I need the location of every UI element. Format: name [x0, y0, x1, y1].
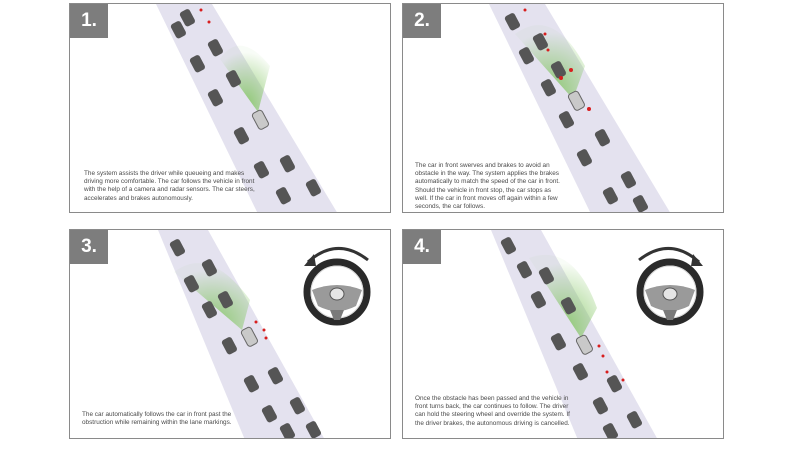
- step-panel-3: 3.: [69, 229, 391, 439]
- step-panel-1: 1. The system assists the driver while: [69, 3, 391, 213]
- step-panel-2: 2.: [402, 3, 724, 213]
- brake-lights: [597, 344, 625, 382]
- step-number-badge: 1.: [70, 4, 108, 38]
- traffic-cars: [504, 13, 648, 212]
- step-caption: Once the obstacle has been passed and th…: [415, 395, 570, 427]
- brake-lights: [254, 320, 268, 340]
- own-car: [251, 109, 269, 130]
- step-panel-4: 4.: [402, 229, 724, 439]
- own-car: [567, 90, 585, 111]
- traffic-cars: [170, 9, 321, 205]
- step-caption: The car in front swerves and brakes to a…: [415, 162, 560, 211]
- traffic-cars: [169, 239, 321, 438]
- steering-wheel-turn-left-icon: [303, 247, 371, 326]
- sensor-cone: [515, 25, 585, 99]
- sensor-cone: [220, 45, 270, 112]
- step-number-badge: 4.: [403, 230, 441, 264]
- traffic-scene-illustration: [491, 230, 657, 438]
- step-caption: The system assists the driver while queu…: [84, 170, 255, 202]
- traffic-cars: [500, 237, 642, 438]
- step-number-badge: 2.: [403, 4, 441, 38]
- traffic-scene-illustration: [158, 230, 324, 438]
- step-caption: The car automatically follows the car in…: [82, 411, 232, 427]
- brake-lights: [523, 8, 591, 111]
- traffic-scene-illustration: [156, 4, 337, 212]
- traffic-scene-illustration: [489, 4, 670, 212]
- own-car: [240, 326, 258, 347]
- own-car: [575, 334, 593, 355]
- step-number-badge: 3.: [70, 230, 108, 264]
- steering-wheel-turn-right-icon: [636, 247, 704, 326]
